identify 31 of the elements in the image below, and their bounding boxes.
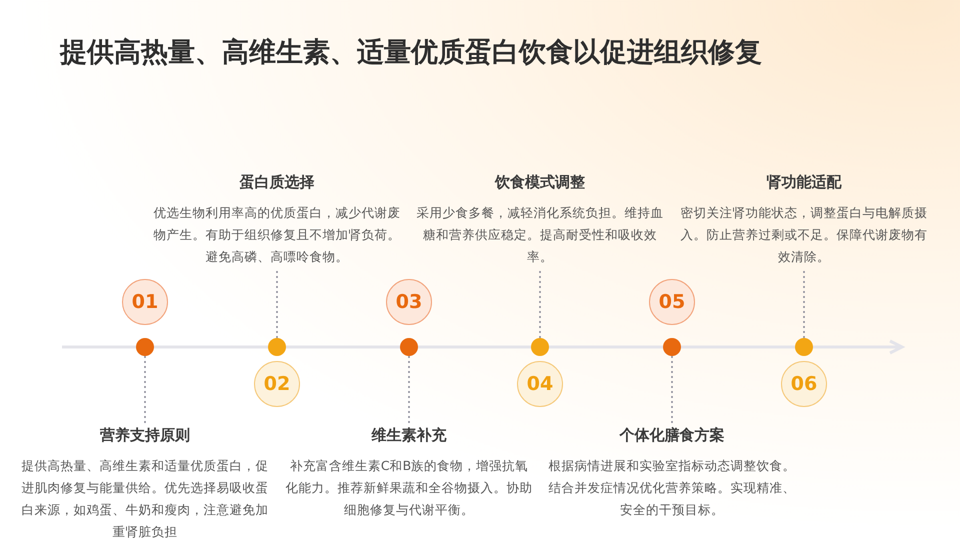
step-description: 补充富含维生素C和B族的食物，增强抗氧化能力。推荐新鲜果蔬和全谷物摄入。协助细胞修复与代谢平衡。 [284,457,534,519]
step-number: 05 [649,279,695,325]
leader-line [539,268,541,338]
leader-line [803,268,805,338]
step-description: 密切关注肾功能状态，调整蛋白与电解质摄入。防止营养过剩或不足。保障代谢废物有效清除。 [680,204,928,266]
timeline-dot [531,338,549,356]
timeline-dot [136,338,154,356]
page-title: 提供高热量、高维生素、适量优质蛋白饮食以促进组织修复 [60,36,762,70]
step-heading: 营养支持原则 [100,426,190,445]
step-description: 根据病情进展和实验室指标动态调整饮食。结合并发症情况优化营养策略。实现精准、安全的干预目标。 [548,457,796,519]
timeline-dot [663,338,681,356]
leader-line [144,356,146,426]
step-number: 06 [781,361,827,407]
step-heading: 饮食模式调整 [495,173,585,192]
timeline-dot [795,338,813,356]
leader-line [408,356,410,426]
step-number: 01 [122,279,168,325]
step-description: 提供高热量、高维生素和适量优质蛋白，促进肌肉修复与能量供给。优先选择易吸收蛋白来源，如鸡蛋、牛奶和瘦肉，注意避免加重肾脏负担 [20,457,270,540]
step-description: 采用少食多餐，减轻消化系统负担。维持血糖和营养供应稳定。提高耐受性和吸收效率。 [416,204,664,266]
step-heading: 肾功能适配 [766,173,842,192]
timeline-dot [268,338,286,356]
step-number: 04 [517,361,563,407]
step-number: 02 [254,361,300,407]
step-description: 优选生物利用率高的优质蛋白，减少代谢废物产生。有助于组织修复且不增加肾负荷。避免高磷、高嘌呤食物。 [152,204,402,266]
leader-line [276,268,278,338]
step-number: 03 [386,279,432,325]
step-heading: 维生素补充 [372,426,446,445]
timeline-dot [400,338,418,356]
step-heading: 蛋白质选择 [240,173,314,192]
step-heading: 个体化膳食方案 [620,426,724,445]
leader-line [671,356,673,426]
